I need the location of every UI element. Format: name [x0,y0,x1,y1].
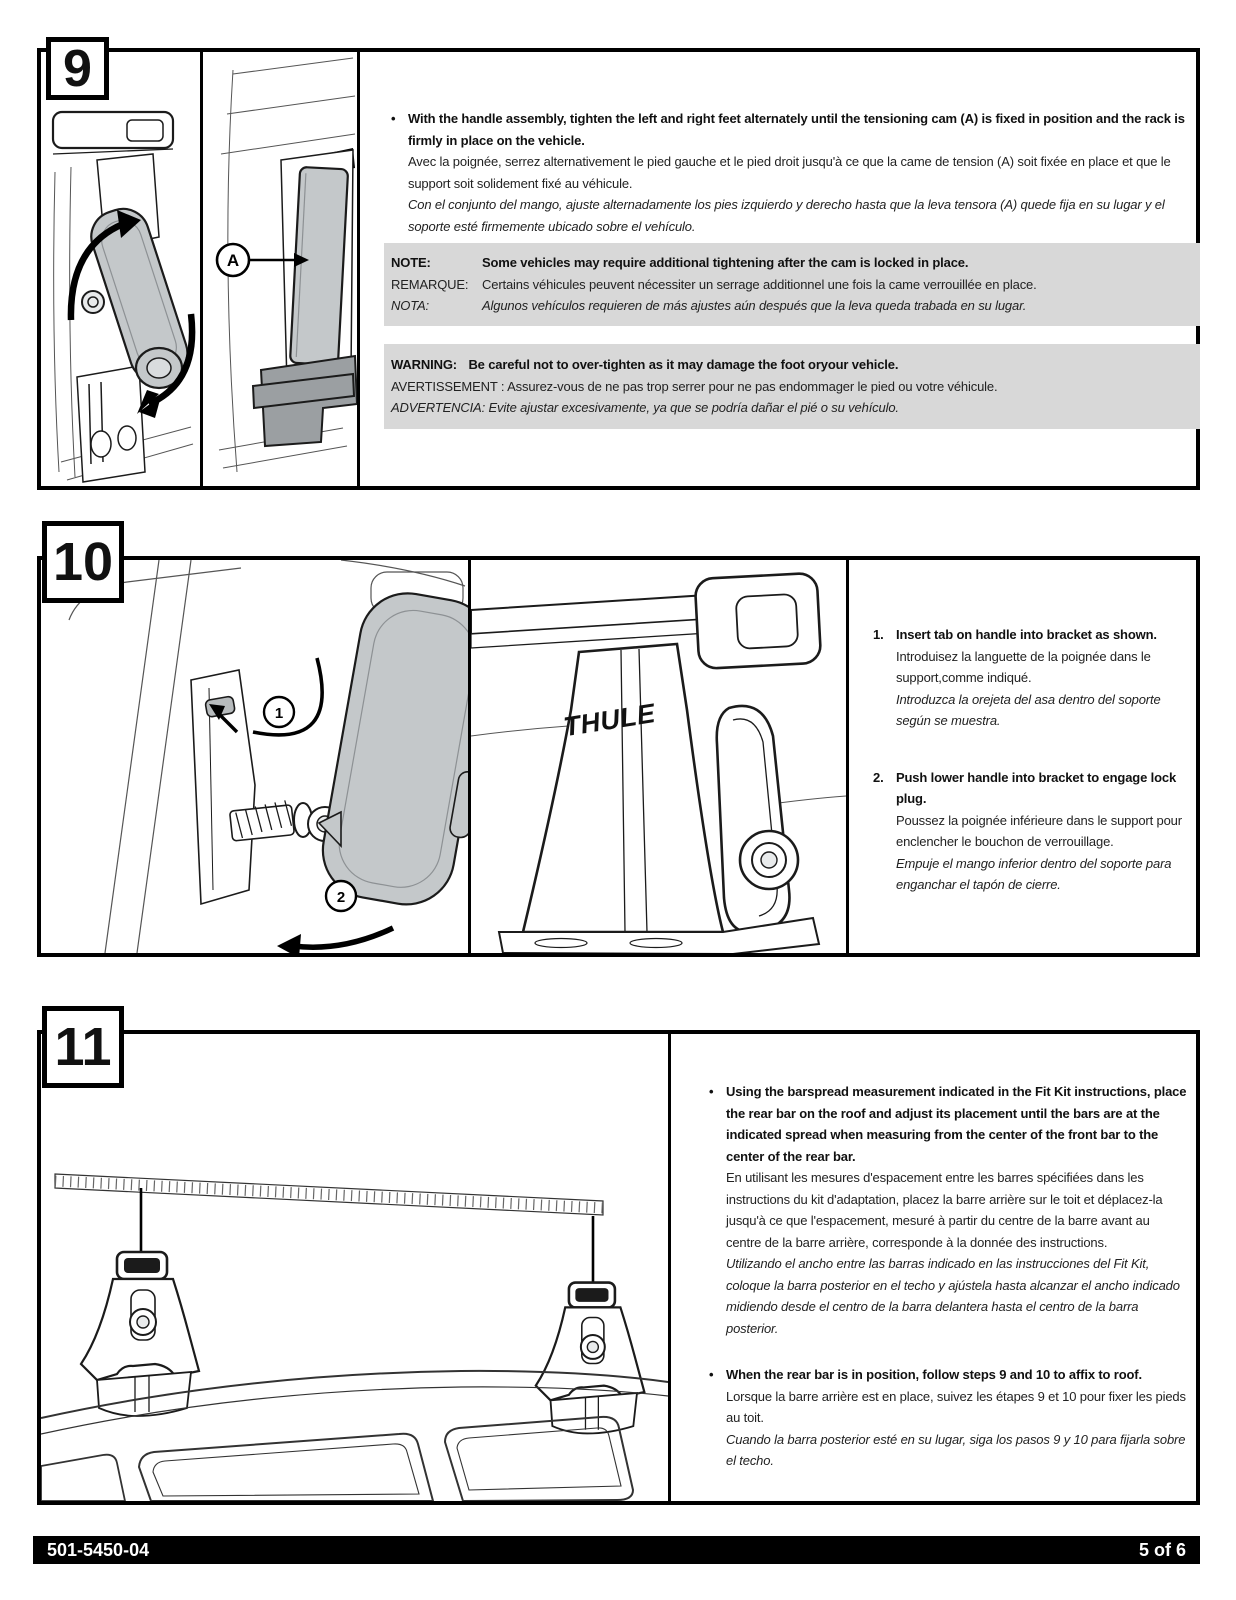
warning-label-fr: AVERTISSEMENT : [391,378,505,394]
step9-panel: A • With the handle assembly, tighten th… [37,48,1200,490]
step10-item1-fr: Introduisez la languette de la poignée d… [896,648,1151,686]
cam-strap [280,149,354,385]
tab [204,695,239,734]
step11-bullet1-fr: En utilisant les mesures d'espacement en… [726,1170,1163,1250]
step10-illustration-foot: THULE [471,560,846,953]
note-box: NOTE: Some vehicles may require addition… [384,243,1200,326]
list-item: • When the rear bar is in position, foll… [709,1364,1187,1472]
bar-end-cap [694,572,822,670]
step10-number-badge: 10 [42,521,124,603]
step11-number-badge: 11 [42,1006,124,1088]
part-number: 501-5450-04 [47,1539,150,1560]
step11-bullet1-es: Utilizando el ancho entre las barras ind… [726,1256,1180,1336]
warning-label-en: WARNING: [391,357,457,372]
step10-instructions: 1. Insert tab on handle into bracket as … [873,624,1195,896]
warning-text-en: Be careful not to over-tighten as it may… [468,357,899,372]
step10-item1-en: Insert tab on handle into bracket as sho… [896,627,1157,642]
note-text-en: Some vehicles may require additional tig… [482,255,969,270]
warning-label-es: ADVERTENCIA: [391,400,486,415]
bullet-icon: • [709,1084,714,1099]
step10-item1-es: Introduzca la orejeta del asa dentro del… [896,691,1161,729]
rear-foot [534,1281,646,1435]
handle-lever [81,207,189,390]
step9-number-badge: 9 [46,37,109,100]
bullet-icon: • [391,111,396,126]
step9-instruction-en: With the handle assembly, tighten the le… [408,111,1185,148]
step9-instruction-es: Con el conjunto del mango, ajuste altern… [408,197,1165,234]
car-roof [41,1369,668,1501]
step11-bullet2-en: When the rear bar is in position, follow… [726,1367,1142,1382]
step10-panel: 1 [37,556,1200,957]
page-indicator: 5 of 6 [1138,1539,1186,1560]
list-item: • Using the barspread measurement indica… [709,1081,1187,1339]
divider [668,1034,671,1501]
callout-1-label: 1 [275,705,283,722]
step11-instructions: • Using the barspread measurement indica… [709,1081,1187,1472]
list-item: 1. Insert tab on handle into bracket as … [873,624,1195,732]
arrow-right-icon [294,253,309,267]
step11-panel: • Using the barspread measurement indica… [37,1030,1200,1505]
step11-illustration-roof [41,1034,668,1501]
divider [846,560,849,953]
clamp-handle [715,704,800,934]
load-bar [471,592,726,649]
divider [468,560,471,953]
note-text-es: Algunos vehículos requieren de más ajust… [482,298,1027,313]
front-foot [79,1250,201,1417]
measuring-tape [54,1173,604,1216]
warning-text-fr: Assurez-vous de ne pas trop serrer pour … [507,378,998,394]
foot-tower: THULE [521,642,725,934]
item-number: 2. [873,769,884,785]
step9-illustration-cam: A [203,52,357,486]
curved-arrow-icon [252,657,324,737]
step11-bullet2-fr: Lorsque la barre arrière est en place, s… [726,1388,1186,1426]
handle-blade [317,592,468,906]
step9-number: 9 [63,39,92,98]
step10-number: 10 [52,532,114,592]
step11-bullet1-en: Using the barspread measurement indicate… [726,1084,1187,1164]
list-item: 2. Push lower handle into bracket to eng… [873,767,1195,896]
divider [357,52,360,486]
curved-arrow-up-icon [67,210,141,321]
warning-text-es: Evite ajustar excesivamente, ya que se p… [488,400,900,415]
footer-bar: 501-5450-04 5 of 6 [33,1536,1200,1564]
curved-arrow-left-icon [277,925,395,953]
note-label-fr: REMARQUE: [391,276,469,292]
lower-bracket [251,354,357,448]
callout-2-badge: 2 [324,879,358,913]
note-label-en: NOTE: [391,255,431,270]
step9-instruction: • With the handle assembly, tighten the … [391,108,1203,237]
step11-number: 11 [54,1017,112,1077]
load-bar-end [51,110,175,155]
callout-a-label: A [227,251,239,270]
divider [200,52,203,486]
step10-item2-fr: Poussez la poignée inférieure dans le su… [896,812,1182,850]
note-text-fr: Certains véhicules peuvent nécessiter un… [482,276,1037,292]
curved-arrow-down-icon [137,313,196,418]
step10-item2-en: Push lower handle into bracket to engage… [896,769,1177,807]
callout-a-badge: A [215,242,309,278]
warning-box: WARNING: Be careful not to over-tighten … [384,344,1200,429]
step11-bullet2-es: Cuando la barra posterior esté en su lug… [726,1431,1186,1469]
arrow-icon [209,704,225,720]
item-number: 1. [873,627,884,642]
note-label-es: NOTA: [391,298,430,313]
callout-2-label: 2 [337,889,345,906]
step9-illustration-handle [41,52,200,486]
base-plate [497,916,821,953]
bullet-icon: • [709,1367,714,1382]
step10-illustration-handle: 1 [41,560,468,953]
step10-item2-es: Empuje el mango inferior dentro del sopo… [896,855,1172,893]
bracket [190,669,256,906]
step9-instruction-fr: Avec la poignée, serrez alternativement … [408,154,1171,191]
callout-1-badge: 1 [252,657,324,737]
